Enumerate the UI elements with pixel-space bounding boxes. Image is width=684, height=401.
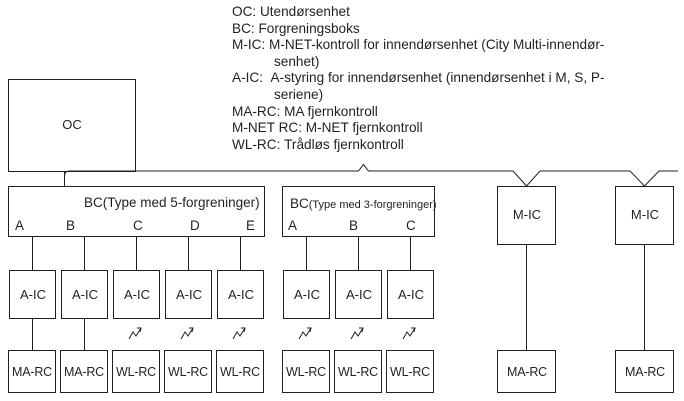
bc3-port-a: A	[288, 218, 298, 233]
rc-label-8: WL-RC	[390, 365, 430, 379]
aic-box-8	[387, 270, 434, 319]
oc-label: OC	[62, 117, 82, 132]
legend-key: A-IC	[232, 70, 260, 86]
rc-box-6	[282, 350, 330, 393]
aic-label-4: A-IC	[176, 287, 202, 302]
bc3-port-b: B	[349, 218, 359, 233]
aic-label-1: A-IC	[20, 287, 46, 302]
legend-key: MA-RC	[232, 103, 277, 119]
legend-text-cont: senhet)	[274, 53, 320, 69]
legend-row-wlrc: WL-RC: Trådløs fjernkontroll	[232, 136, 404, 152]
legend-key: BC	[232, 20, 251, 36]
legend: OC: Utendørsenhet BC: Forgreningsboks M-…	[232, 4, 680, 153]
legend-text: MA fjernkontroll	[284, 103, 378, 119]
rc-label-5: WL-RC	[220, 365, 260, 379]
legend-text: Utendørsenhet	[259, 4, 350, 19]
aic-label-6: A-IC	[294, 287, 320, 302]
rc-label-3: WL-RC	[116, 365, 156, 379]
rc-label-9: MA-RC	[507, 365, 547, 379]
bc3-port-c: C	[406, 218, 416, 233]
oc-box	[8, 79, 136, 172]
legend-row-bc: BC: Forgreningsboks	[232, 20, 360, 36]
mic-label-2: M-IC	[630, 207, 660, 222]
branch-to-mic-1	[526, 170, 645, 187]
mic-label-1: M-IC	[512, 207, 542, 222]
bc3-prefix: BC	[290, 196, 309, 211]
aic-box-5	[217, 270, 264, 319]
wireless-signal-icon	[232, 327, 246, 340]
bc5-type: (Type med 5-forgreninger)	[102, 195, 260, 210]
rc-label-2: MA-RC	[64, 365, 104, 379]
legend-text: M-NET-kontroll for innendørsenhet (City …	[269, 37, 605, 53]
wireless-signal-icon	[180, 327, 194, 340]
aic-box-1	[9, 270, 56, 319]
legend-text: Forgreningsboks	[258, 20, 360, 36]
aic-label-5: A-IC	[228, 287, 254, 302]
legend-text: M-NET fjernkontroll	[305, 120, 423, 136]
aic-label-2: A-IC	[72, 287, 98, 302]
aic-label-3: A-IC	[124, 287, 150, 302]
bc5-port-e: E	[246, 218, 256, 233]
legend-row-marc: MA-RC: MA fjernkontroll	[232, 103, 378, 119]
wireless-signal-icon	[128, 327, 142, 340]
bc5-port-b: B	[66, 218, 76, 233]
legend-text-cont: seriene)	[274, 86, 324, 102]
bc5-port-a: A	[15, 218, 25, 233]
legend-key: WL-RC	[232, 136, 277, 152]
rc-box-3	[112, 350, 160, 393]
legend-row-oc: OC: Utendørsenhet	[232, 4, 350, 19]
rc-label-7: WL-RC	[338, 365, 378, 379]
bc3-title: BC(Type med 3-forgreninger)	[290, 196, 437, 213]
branch-to-mic-2	[644, 170, 678, 187]
rc-box-8	[386, 350, 434, 393]
legend-key: M-IC	[232, 37, 262, 53]
legend-row-aic-cont: seriene)	[232, 87, 680, 104]
wireless-signal-icon	[402, 327, 416, 340]
wireless-signal-icon	[298, 327, 312, 340]
rc-box-5	[216, 350, 264, 393]
trunk-horizontal	[64, 163, 527, 187]
mic-box-1	[497, 186, 556, 245]
rc-box-2	[60, 350, 108, 393]
bc5-box	[8, 186, 265, 237]
rc-box-7	[334, 350, 382, 393]
legend-row-aic: A-IC: A-styring for innendørsenhet (inne…	[232, 70, 605, 86]
bc5-port-d: D	[190, 218, 200, 233]
wireless-signal-icon	[350, 327, 364, 340]
rc-label-1: MA-RC	[12, 365, 52, 379]
bc5-port-c: C	[133, 218, 143, 233]
rc-label-10: MA-RC	[625, 365, 665, 379]
rc-label-6: WL-RC	[286, 365, 326, 379]
bc5-title: BC(Type med 5-forgreninger)	[84, 195, 260, 211]
aic-box-4	[165, 270, 212, 319]
legend-row-mic: M-IC: M-NET-kontroll for innendørsenhet …	[232, 37, 605, 53]
legend-row-mnetrc: M-NET RC: M-NET fjernkontroll	[232, 120, 423, 136]
bc5-prefix: BC	[84, 195, 103, 210]
rc-box-10	[615, 350, 674, 393]
aic-label-8: A-IC	[398, 287, 424, 302]
aic-box-3	[113, 270, 160, 319]
legend-key: M-NET RC	[232, 120, 299, 136]
aic-label-7: A-IC	[346, 287, 372, 302]
bc3-box	[282, 186, 435, 237]
legend-key: OC	[232, 4, 253, 19]
aic-box-7	[335, 270, 382, 319]
legend-row-mic-cont: senhet)	[232, 54, 680, 71]
bc3-type: (Type med 3-forgreninger)	[308, 199, 437, 211]
legend-text: Trådløs fjernkontroll	[284, 136, 404, 152]
rc-box-4	[164, 350, 212, 393]
aic-box-6	[283, 270, 330, 319]
legend-text: A-styring for innendørsenhet (innendørse…	[270, 70, 605, 86]
rc-label-4: WL-RC	[168, 365, 208, 379]
